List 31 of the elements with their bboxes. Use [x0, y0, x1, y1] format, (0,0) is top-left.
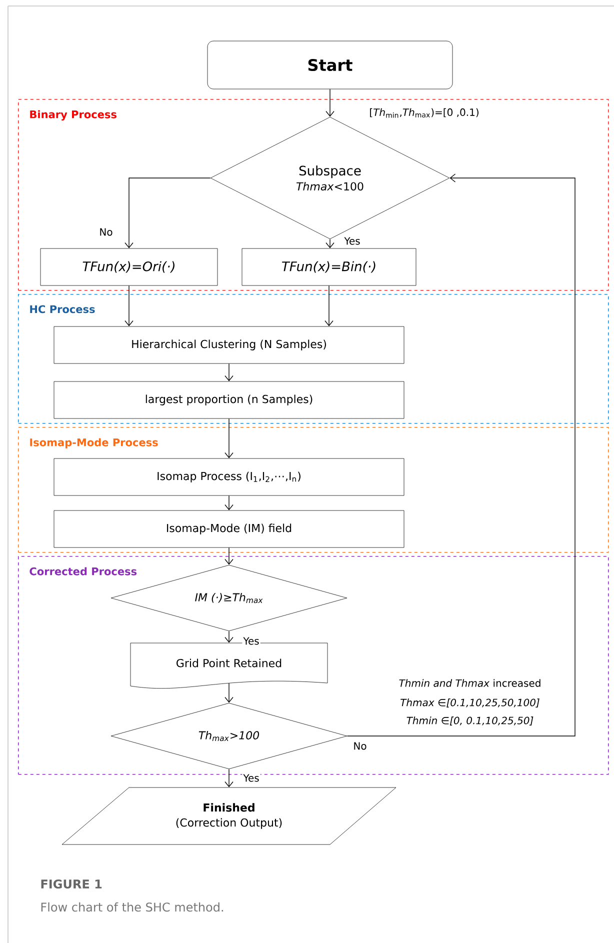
- start-box: Start: [207, 40, 453, 90]
- arrow: [326, 238, 334, 248]
- process-box: Isomap Process (I$_{1}$,I$_{2}$,⋯,I$_{n}$): [54, 458, 404, 496]
- arrow: [346, 174, 576, 736]
- caption: Flow chart of the SHC method.: [41, 902, 223, 912]
- arrow: [124, 178, 211, 248]
- figure-label: FIGURE 1: [41, 879, 102, 889]
- note-text: Thmin and Thmax increased: [398, 678, 542, 688]
- note-text: Thmax ∈[0.1,10,25,50,100]: [399, 698, 541, 708]
- arrow: [224, 768, 234, 788]
- edge-label: Yes: [242, 636, 260, 646]
- process-box: Isomap-Mode (IM) field: [54, 510, 404, 548]
- arrow: [224, 418, 234, 458]
- edge-label: [Th$_{min}$,Th$_{max}$)=[0 ,0.1): [368, 107, 480, 119]
- process-box: Hierarchical Clustering (N Samples): [54, 326, 404, 364]
- edge-label: Yes: [242, 773, 260, 783]
- arrow: [224, 495, 234, 510]
- output-parallelogram: Finished (Correction Output): [62, 787, 396, 845]
- process-box: largest proportion (n Samples): [54, 381, 404, 419]
- edge-label: No: [352, 741, 368, 751]
- arrow: [224, 682, 234, 703]
- arrow: [224, 547, 234, 565]
- arrow: [324, 285, 334, 326]
- arrow: [326, 88, 334, 117]
- arrow: [224, 363, 234, 382]
- arrow: [224, 630, 234, 643]
- arrow: [124, 285, 134, 326]
- note-text: Thmin ∈[0, 0.1,10,25,50]: [405, 716, 535, 726]
- process-box: TFun(x)=Bin(·): [242, 248, 416, 286]
- process-box: TFun(x)=Ori(·): [40, 248, 218, 286]
- edge-label: No: [98, 227, 114, 237]
